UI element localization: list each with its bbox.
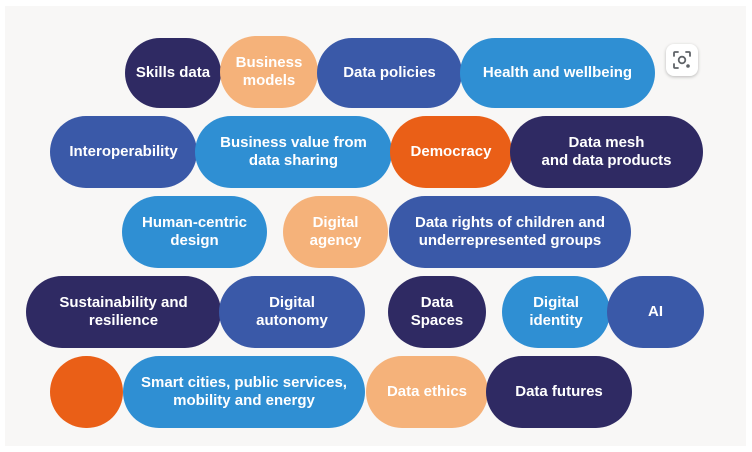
topic-sustainability: Sustainability and resilience [26,276,221,348]
topic-skills-data: Skills data [125,38,221,108]
topic-digital-autonomy: Digital autonomy [219,276,365,348]
topic-data-mesh: Data mesh and data products [510,116,703,188]
topic-data-futures: Data futures [486,356,632,428]
topic-data-rights: Data rights of children and underreprese… [389,196,631,268]
topic-human-centric-design: Human-centric design [122,196,267,268]
topic-digital-agency: Digital agency [283,196,388,268]
topic-democracy: Democracy [390,116,512,188]
topic-data-ethics: Data ethics [366,356,488,428]
topic-business-value: Business value from data sharing [195,116,392,188]
topic-interoperability: Interoperability [50,116,197,188]
topic-digital-identity: Digital identity [502,276,610,348]
topic-health-wellbeing: Health and wellbeing [460,38,655,108]
topic-data-spaces: Data Spaces [388,276,486,348]
decorative-circle [50,356,123,428]
topic-smart-cities: Smart cities, public services, mobility … [123,356,365,428]
topic-data-policies: Data policies [317,38,462,108]
lens-glyph [673,51,691,69]
topic-ai: AI [607,276,704,348]
visual-search-icon[interactable] [666,44,698,76]
topic-business-models: Business models [220,36,318,108]
